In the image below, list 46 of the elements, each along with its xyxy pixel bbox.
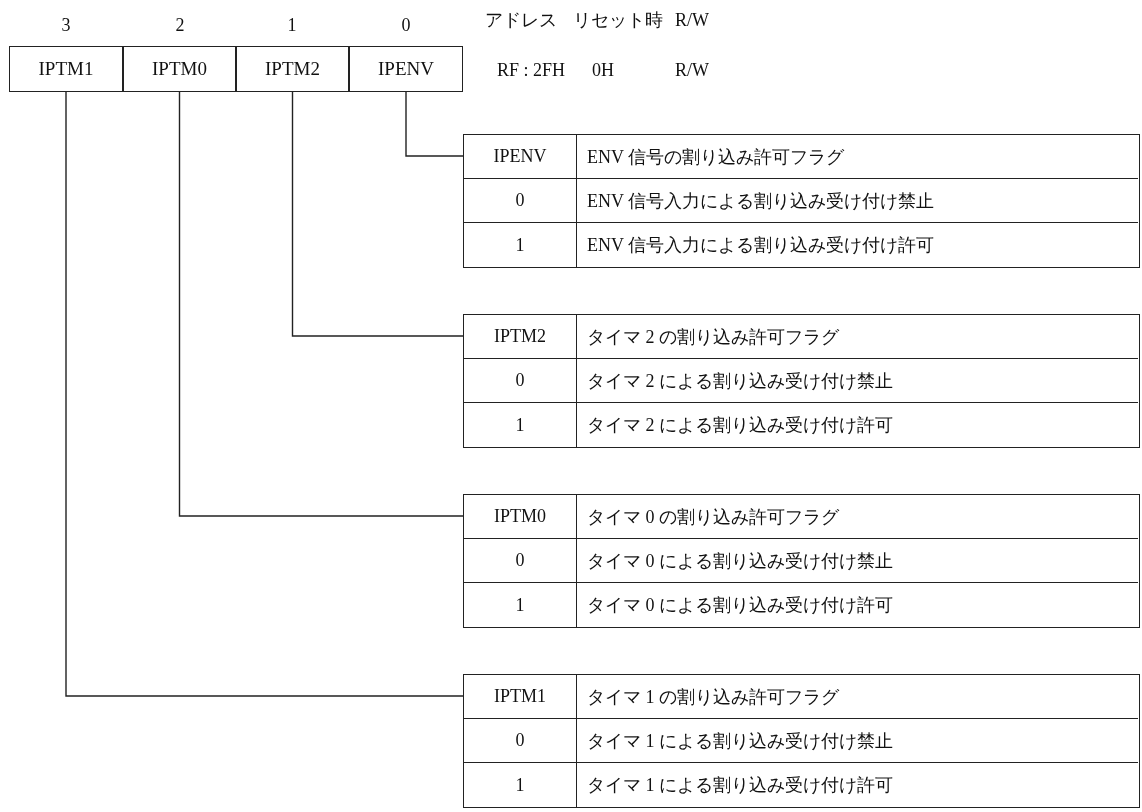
field-description: タイマ 1 の割り込み許可フラグ bbox=[577, 675, 1138, 719]
bit-value: 0 bbox=[464, 539, 577, 583]
setting-description: タイマ 2 による割り込み受け付け許可 bbox=[586, 414, 894, 437]
setting-description: タイマ 0 による割り込み受け付け禁止 bbox=[577, 539, 1138, 583]
field-description: ENV 信号の割り込み許可フラグ bbox=[577, 135, 1138, 179]
leader-line bbox=[65, 91, 464, 697]
register-bit-field: IPTM2 bbox=[236, 46, 349, 92]
field-description: タイマ 0 の割り込み許可フラグ bbox=[577, 495, 1138, 539]
bit-value: 0 bbox=[464, 359, 577, 403]
setting-description: タイマ 1 による割り込み受け付け禁止 bbox=[577, 719, 1138, 763]
leader-line bbox=[291, 91, 464, 337]
register-bit-field: IPENV bbox=[349, 46, 463, 92]
bit-number: 0 bbox=[401, 14, 411, 36]
setting-description: タイマ 0 による割り込み受け付け許可 bbox=[586, 594, 894, 617]
register-value: R/W bbox=[675, 59, 709, 81]
leader-line bbox=[178, 91, 464, 517]
setting-description: ENV 信号入力による割り込み受け付け許可 bbox=[586, 234, 936, 257]
bit-description-table bbox=[463, 314, 1140, 448]
field-name: IPENV bbox=[464, 135, 577, 179]
register-bit-field: IPTM0 bbox=[123, 46, 236, 92]
bit-number: 2 bbox=[175, 14, 185, 36]
register-bit-field: IPTM1 bbox=[9, 46, 123, 92]
bit-number: 1 bbox=[287, 14, 297, 36]
column-heading: リセット時 bbox=[573, 9, 663, 32]
bit-value: 1 bbox=[464, 223, 577, 267]
setting-description: タイマ 2 による割り込み受け付け禁止 bbox=[577, 359, 1138, 403]
bit-description-table bbox=[463, 494, 1140, 628]
bit-number: 3 bbox=[61, 14, 71, 36]
bit-description-table bbox=[463, 134, 1140, 268]
register-value: RF : 2FH bbox=[497, 59, 566, 81]
bit-value: 1 bbox=[464, 583, 577, 627]
field-description: タイマ 2 の割り込み許可フラグ bbox=[577, 315, 1138, 359]
column-heading: R/W bbox=[675, 9, 709, 31]
leader-line bbox=[405, 91, 464, 157]
bit-value: 0 bbox=[464, 719, 577, 763]
bit-value: 1 bbox=[464, 403, 577, 447]
field-name: IPTM1 bbox=[464, 675, 577, 719]
column-heading: アドレス bbox=[485, 9, 557, 32]
bit-value: 1 bbox=[464, 763, 577, 807]
bit-value: 0 bbox=[464, 179, 577, 223]
bit-description-table bbox=[463, 674, 1140, 808]
register-value: 0H bbox=[592, 59, 614, 81]
setting-description: タイマ 1 による割り込み受け付け許可 bbox=[586, 774, 894, 797]
setting-description: ENV 信号入力による割り込み受け付け禁止 bbox=[577, 179, 1138, 223]
field-name: IPTM2 bbox=[464, 315, 577, 359]
field-name: IPTM0 bbox=[464, 495, 577, 539]
